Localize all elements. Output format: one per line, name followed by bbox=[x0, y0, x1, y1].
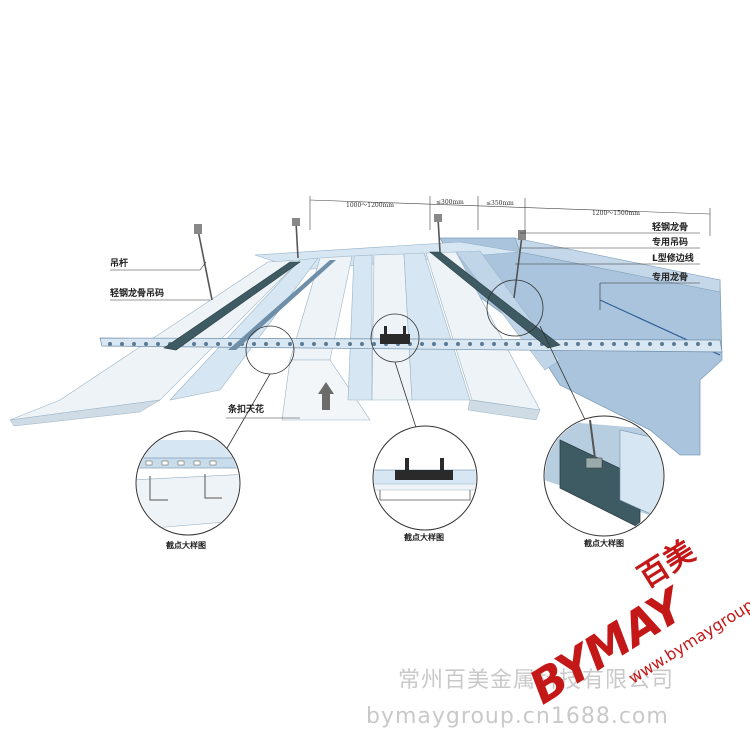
detail-center bbox=[372, 425, 478, 531]
keel-hole bbox=[528, 342, 532, 346]
dimension-4: 1200～1500mm bbox=[592, 210, 640, 217]
direction-arrow-icon bbox=[318, 382, 334, 410]
keel-hole bbox=[432, 342, 436, 346]
keel-hole bbox=[276, 342, 280, 346]
keel-hole bbox=[108, 342, 112, 346]
dimension-3: ≤350mm bbox=[486, 200, 514, 207]
keel-hole bbox=[372, 342, 376, 346]
ceiling-strip-panels bbox=[9, 250, 561, 427]
keel-hole bbox=[252, 342, 256, 346]
label-special-keel: 专用龙骨 bbox=[652, 271, 688, 283]
keel-hole bbox=[636, 342, 640, 346]
keel-hole bbox=[648, 342, 652, 346]
keel-hole bbox=[516, 342, 520, 346]
keel-hole bbox=[468, 342, 472, 346]
keel-hole bbox=[600, 342, 604, 346]
keel-hole bbox=[684, 342, 688, 346]
keel-hole bbox=[156, 342, 160, 346]
keel-hole bbox=[144, 342, 148, 346]
watermark-company: 常州百美金属科技有限公司 bbox=[398, 668, 675, 693]
keel-hole bbox=[264, 342, 268, 346]
keel-hole bbox=[660, 342, 664, 346]
keel-hole bbox=[672, 342, 676, 346]
keel-hole-row bbox=[108, 342, 712, 346]
keel-hole bbox=[576, 342, 580, 346]
keel-hole bbox=[708, 342, 712, 346]
keel-hole bbox=[480, 342, 484, 346]
detail-left-caption: 截点大样图 bbox=[166, 540, 206, 550]
detail-center-caption: 截点大样图 bbox=[404, 532, 444, 542]
keel-hole bbox=[300, 342, 304, 346]
keel-hole bbox=[564, 342, 568, 346]
label-keel-hanger-code: 轻钢龙骨吊码 bbox=[110, 287, 164, 299]
keel-hole bbox=[504, 342, 508, 346]
detail-left bbox=[135, 430, 241, 536]
keel-hole bbox=[612, 342, 616, 346]
label-hanger-rod: 吊杆 bbox=[110, 257, 128, 269]
keel-hole bbox=[192, 342, 196, 346]
keel-hole bbox=[492, 342, 496, 346]
hanger-rods bbox=[194, 214, 526, 301]
keel-hole bbox=[132, 342, 136, 346]
detail-right bbox=[543, 415, 665, 537]
label-special-hanger-code: 专用吊码 bbox=[652, 236, 688, 248]
dimension-lines bbox=[309, 196, 711, 236]
keel-hole bbox=[624, 342, 628, 346]
center-keel-clip bbox=[380, 326, 410, 344]
dimension-1: 1000～1200mm bbox=[346, 202, 394, 209]
keel-hole bbox=[444, 342, 448, 346]
label-light-steel-keel: 轻钢龙骨 bbox=[652, 221, 688, 233]
keel-hole bbox=[288, 342, 292, 346]
keel-hole bbox=[420, 342, 424, 346]
label-strip-ceiling: 条扣天花 bbox=[227, 403, 264, 415]
keel-hole bbox=[204, 342, 208, 346]
dimension-2: ≤300mm bbox=[436, 199, 464, 206]
watermark-url: bymaygroup.cn1688.com bbox=[366, 704, 669, 729]
right-leaders bbox=[515, 232, 700, 310]
left-leaders bbox=[110, 261, 300, 419]
keel-hole bbox=[228, 342, 232, 346]
main-keels bbox=[163, 251, 561, 351]
keel-hole bbox=[324, 342, 328, 346]
detail-right-caption: 截点大样图 bbox=[584, 538, 624, 548]
keel-hole bbox=[348, 342, 352, 346]
keel-hole bbox=[120, 342, 124, 346]
keel-hole bbox=[696, 342, 700, 346]
keel-hole bbox=[312, 342, 316, 346]
keel-hole bbox=[216, 342, 220, 346]
keel-hole bbox=[588, 342, 592, 346]
keel-hole bbox=[360, 342, 364, 346]
perforated-cross-keel bbox=[99, 337, 723, 353]
keel-hole bbox=[456, 342, 460, 346]
label-l-edge-trim: L型修边线 bbox=[652, 252, 694, 264]
keel-hole bbox=[336, 342, 340, 346]
